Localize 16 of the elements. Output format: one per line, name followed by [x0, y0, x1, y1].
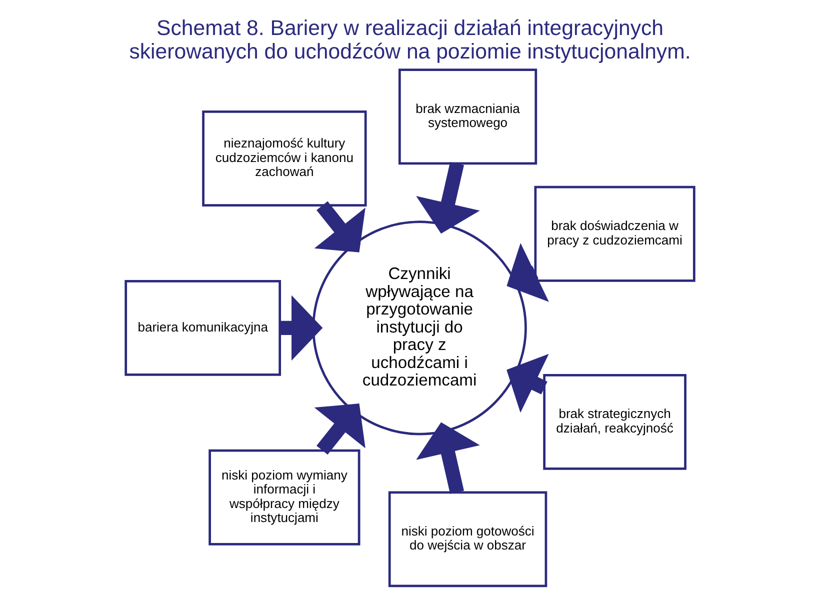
arrow — [506, 243, 548, 302]
node-box: nieznajomość kultury cudzoziemców i kanonu zachowań — [202, 110, 366, 206]
node-box: bariera komunikacyjna — [124, 280, 281, 376]
node-circle: Czynniki wpływające na przygotowanie instytucji do pracy z uchodźcami i cudzoziemcami — [312, 220, 526, 436]
arrow — [416, 162, 480, 234]
arrow — [314, 404, 365, 455]
arrow — [506, 354, 548, 413]
node-box: niski poziom wymiany informacji i współpracy między instytucjami — [208, 449, 360, 546]
arrow — [279, 295, 322, 361]
arrow — [416, 422, 480, 494]
arrow — [314, 201, 365, 252]
diagram-title: Schemat 8. Bariery w realizacji działań integracyjnych skierowanych do uchodźców na poziomie instytucjonalnym. — [128, 16, 690, 64]
node-box: niski poziom gotowości do wejścia w obszar — [388, 491, 547, 588]
node-box: brak doświadczenia w pracy z cudzoziemcami — [534, 186, 695, 282]
node-box: brak wzmacniania systemowego — [398, 68, 537, 165]
node-box: brak strategicznych działań, reakcyjność — [542, 374, 686, 470]
